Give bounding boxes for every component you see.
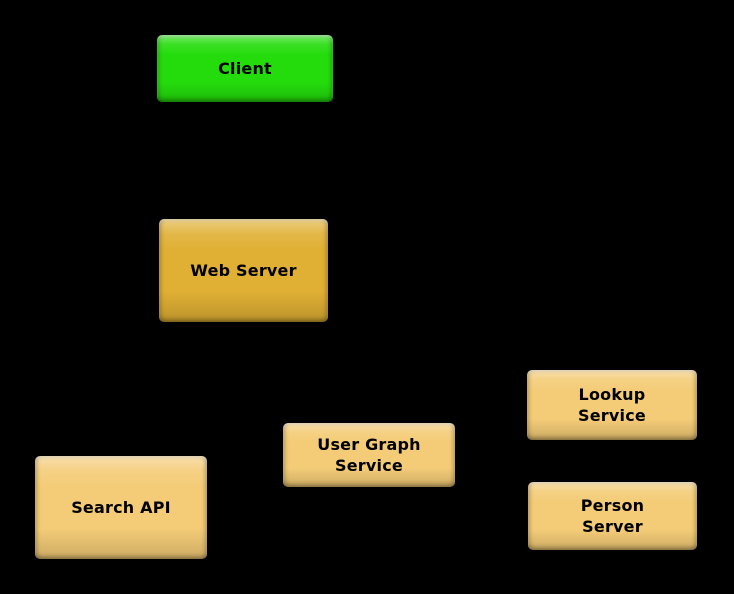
node-person-server: Person Server: [528, 482, 697, 550]
node-person-server-label: Person Server: [580, 495, 645, 536]
node-web-server: Web Server: [159, 219, 328, 322]
node-user-graph-service: User Graph Service: [283, 423, 455, 487]
node-search-api: Search API: [35, 456, 207, 559]
node-client-label: Client: [218, 58, 272, 78]
node-web-server-label: Web Server: [190, 260, 297, 280]
node-lookup-service: Lookup Service: [527, 370, 697, 440]
node-client: Client: [157, 35, 333, 102]
node-user-graph-service-label: User Graph Service: [317, 434, 421, 475]
node-search-api-label: Search API: [71, 497, 171, 517]
node-lookup-service-label: Lookup Service: [578, 384, 646, 425]
